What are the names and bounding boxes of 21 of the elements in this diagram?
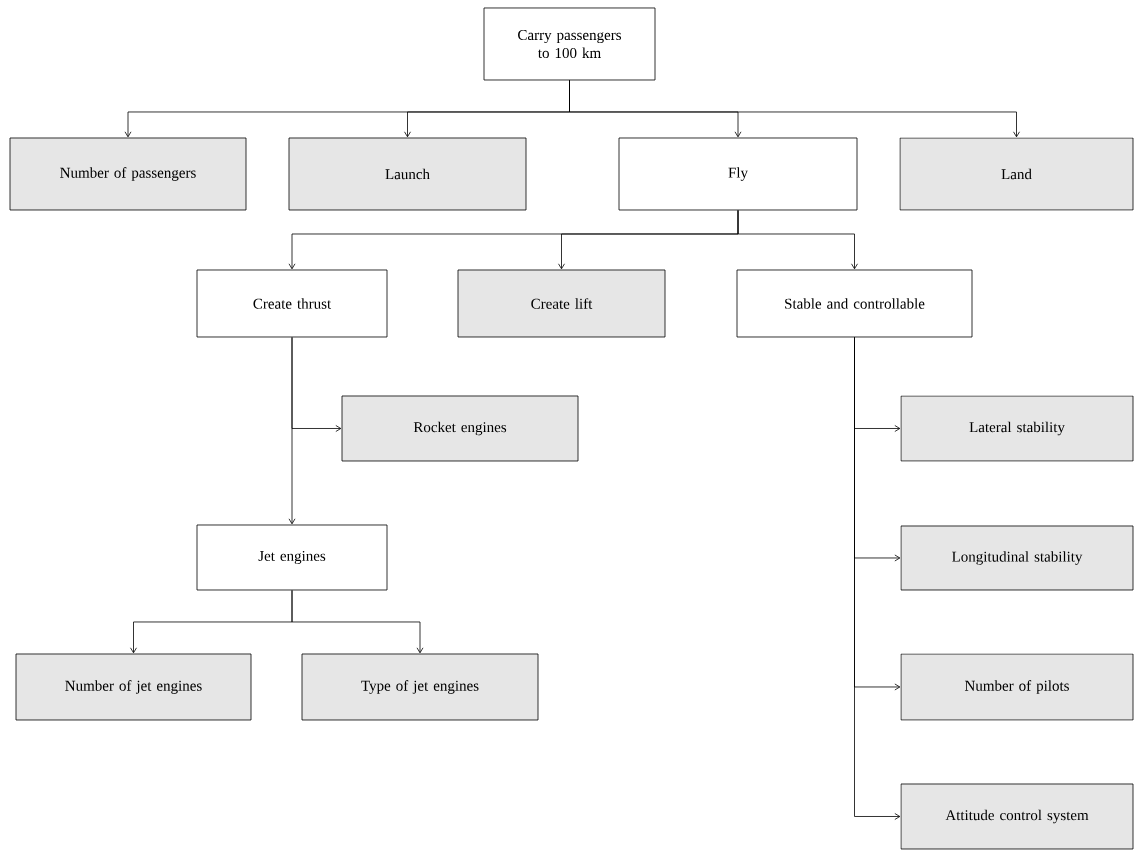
process-box: Fly (618, 137, 858, 211)
arrow (288, 337, 296, 525)
process-box: Carry passengers to 100 km (483, 7, 656, 81)
arrow (854, 337, 901, 820)
process-box: Jet engines (196, 524, 388, 591)
process-box: Attitude control system (900, 783, 1134, 850)
process-box: Launch (288, 137, 527, 211)
process-box: Stable and controllable (736, 269, 973, 338)
process-box: Number of passengers (9, 137, 247, 211)
process-box: Land (899, 137, 1134, 211)
process-box: Create lift (457, 269, 666, 338)
process-box: Longitudinal stability (900, 525, 1134, 591)
process-box: Lateral stability (900, 395, 1134, 462)
process-box: Number of jet engines (15, 653, 252, 721)
process-box: Number of pilots (900, 653, 1134, 721)
arrow (569, 80, 1020, 138)
process-box: Rocket engines (341, 395, 579, 462)
arrow (291, 590, 424, 654)
process-box: Type of jet engines (301, 653, 539, 721)
arrow (737, 210, 858, 270)
process-box: Create thrust (196, 269, 388, 338)
